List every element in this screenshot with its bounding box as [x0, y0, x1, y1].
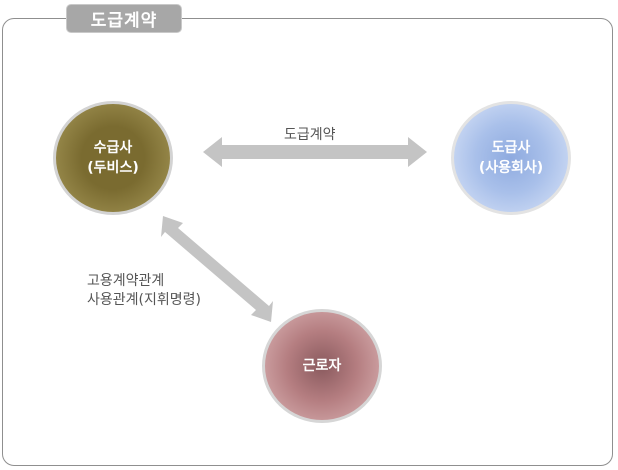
supplier-subname: (두비스): [87, 160, 139, 176]
contractor-subname: (사용회사): [478, 160, 544, 176]
supplier-node: 수급사 (두비스): [53, 101, 173, 215]
employment-label: 고용계약관계 사용관계(지휘명령): [87, 272, 201, 310]
contract-label: 도급계약: [284, 127, 336, 143]
contract-arrow: [203, 137, 427, 167]
worker-name: 근로자: [302, 358, 342, 374]
section-title-tab: 도급계약: [66, 4, 182, 33]
employment-label-line-1: 고용계약관계: [87, 273, 165, 289]
contractor-node: 도급사 (사용회사): [451, 101, 571, 215]
worker-node: 근로자: [262, 309, 382, 423]
employment-label-line-2: 사용관계(지휘명령): [87, 292, 201, 308]
supplier-name: 수급사: [93, 140, 133, 156]
employment-arrow: [161, 216, 273, 322]
contractor-name: 도급사: [491, 140, 531, 156]
